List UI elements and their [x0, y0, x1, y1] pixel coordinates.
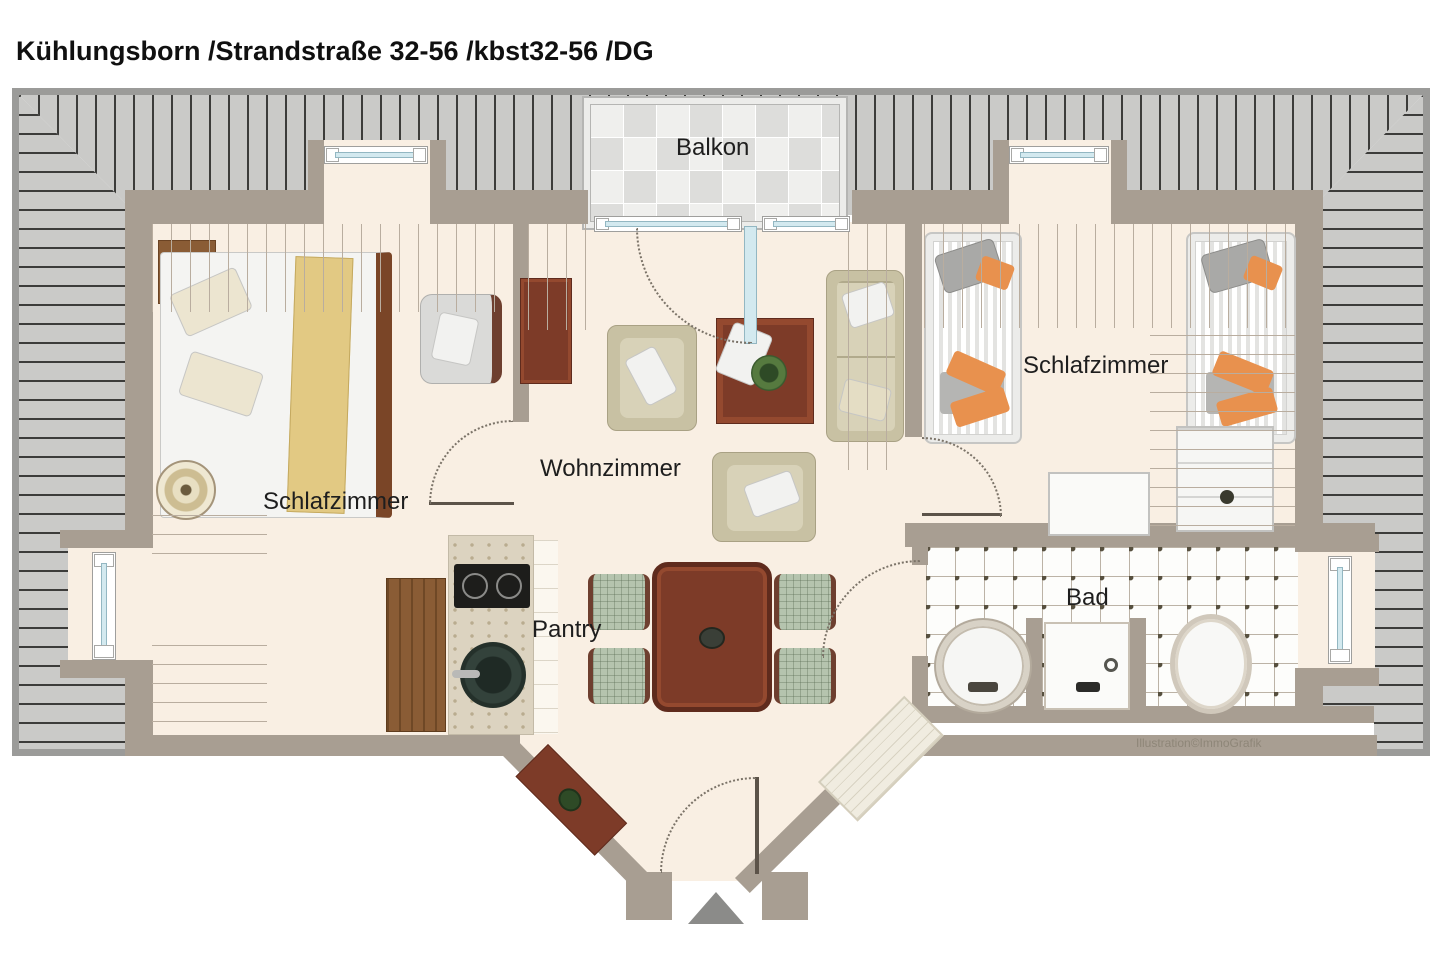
- dining-chair: [774, 574, 836, 630]
- room-label-living: Wohnzimmer: [540, 455, 681, 482]
- shower: [1044, 622, 1130, 710]
- left-wall: [125, 190, 153, 548]
- dormer-jamb: [308, 140, 324, 224]
- bedroom-right-partition: [905, 222, 922, 437]
- round-side-table: [156, 460, 216, 520]
- window-dormer-left: [92, 552, 116, 660]
- window-pane: [101, 563, 107, 649]
- burner: [496, 573, 522, 599]
- window-pane: [605, 221, 731, 227]
- right-wall: [1295, 190, 1323, 552]
- plan-title: Kühlungsborn /Strandstraße 32-56 /kbst32…: [16, 36, 654, 66]
- roof-slope-lines: [848, 224, 904, 470]
- bottom-wall: [125, 735, 520, 756]
- dormer-wall: [60, 660, 152, 678]
- armchair: [607, 325, 697, 431]
- wardrobe: [386, 578, 446, 732]
- dormer-wall: [1295, 668, 1379, 686]
- table-bowl: [699, 627, 725, 649]
- dormer-jamb: [1111, 140, 1127, 224]
- dining-chair: [588, 648, 650, 704]
- entrance-door-leaf: [755, 777, 759, 874]
- knee-wall: [852, 190, 1007, 224]
- shower-partition: [1130, 618, 1146, 712]
- dormer-jamb: [993, 140, 1009, 224]
- window-pane: [335, 152, 417, 158]
- room-label-bedroom-left: Schlafzimmer: [263, 488, 409, 515]
- room-label-balcony: Balkon: [676, 134, 750, 161]
- window-pane: [773, 221, 839, 227]
- window-dormer-top-right: [1009, 146, 1109, 164]
- dormer-wall: [60, 530, 152, 548]
- knee-wall: [125, 190, 322, 224]
- shower-drain: [1104, 658, 1118, 672]
- bed-pillow: [177, 350, 265, 418]
- bathroom-bottom-wall: [912, 706, 1374, 723]
- bottom-ledge: [912, 723, 1374, 735]
- roof-slope-lines: [152, 224, 512, 312]
- entrance-arrow-icon: [688, 892, 744, 924]
- knee-wall: [432, 190, 588, 224]
- kitchen-sink: [452, 642, 526, 708]
- shower-fixture: [1076, 682, 1100, 692]
- roof-slope-lines: [152, 645, 267, 737]
- watermark: Illustration©ImmoGrafik: [1136, 736, 1262, 750]
- washbasin: [936, 620, 1030, 712]
- entry-door-post: [762, 872, 808, 920]
- faucet: [452, 670, 480, 678]
- dormer-jamb: [430, 140, 446, 224]
- decor-bowl: [553, 783, 587, 817]
- cooktop: [454, 564, 530, 608]
- dresser: [1048, 472, 1150, 536]
- window-dormer-right: [1328, 556, 1352, 664]
- room-label-bedroom-right: Schlafzimmer: [1023, 352, 1169, 379]
- chair-cushion: [430, 311, 480, 367]
- bottom-wall: [885, 735, 1377, 756]
- burner: [462, 573, 488, 599]
- window-dormer-top-left: [324, 146, 428, 164]
- room-label-pantry: Pantry: [532, 616, 602, 643]
- tile-strip: [534, 540, 558, 734]
- roof-slope-lines: [924, 224, 1294, 328]
- room-label-bath: Bad: [1066, 584, 1109, 611]
- roof-slope-lines: [152, 515, 267, 559]
- balcony-window-right: [762, 216, 850, 232]
- dining-chair: [588, 574, 650, 630]
- shower-partition: [1026, 618, 1042, 712]
- potted-plant: [751, 355, 787, 391]
- roof-slope-lines: [528, 224, 586, 330]
- dining-table: [652, 562, 772, 712]
- entry-door-post: [626, 872, 672, 920]
- balcony-deck: [584, 98, 846, 228]
- toilet: [1170, 614, 1252, 714]
- window-pane: [1020, 152, 1098, 158]
- roof-slope-lines: [1150, 335, 1295, 543]
- basin-faucet: [968, 682, 998, 692]
- window-pane: [1337, 567, 1343, 653]
- armchair: [712, 452, 816, 542]
- knee-wall: [1111, 190, 1310, 224]
